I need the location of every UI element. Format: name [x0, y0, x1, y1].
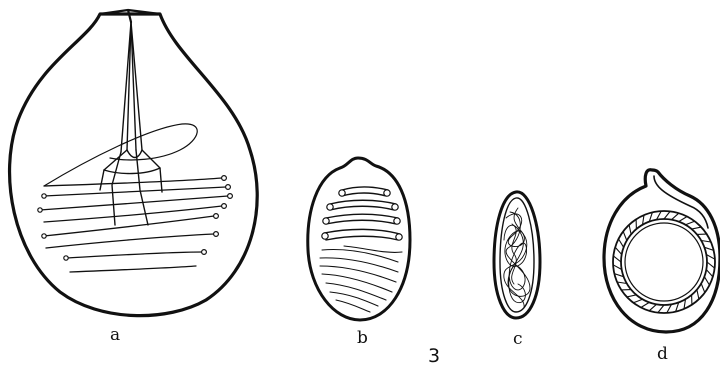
label-a: a [110, 327, 120, 344]
specimen-d-inner-space [625, 223, 703, 301]
label-b: b [357, 330, 368, 347]
coil-winding-stroke [619, 239, 624, 247]
coil-winding-stroke [697, 290, 699, 300]
coil-winding-stroke [633, 299, 642, 303]
coil-winding-stroke [692, 227, 702, 229]
coil-winding-stroke [615, 247, 622, 254]
coil-winding-stroke [641, 302, 649, 307]
coil-winding-stroke [706, 270, 713, 277]
coil-winding-stroke [701, 284, 705, 293]
coil-winding-stroke [649, 304, 656, 311]
label-c: c [513, 331, 523, 348]
specimen-c [494, 192, 540, 318]
figure-number: 3 [428, 347, 440, 366]
specimen-b-coil-ends [322, 190, 402, 240]
coil-winding-stroke [658, 305, 664, 313]
coil-winding-stroke [704, 277, 709, 285]
coil-winding-stroke [627, 295, 637, 297]
specimen-d [604, 170, 720, 332]
specimen-d-coil-outer [613, 211, 715, 313]
specimen-c-tangled-filament [504, 208, 530, 308]
specimen-a [10, 10, 258, 316]
coil-winding-stroke [679, 217, 687, 222]
specimen-c-outline [494, 192, 540, 318]
label-d: d [657, 346, 668, 363]
specimen-b [308, 158, 410, 320]
coil-winding-stroke [623, 231, 627, 240]
specimen-a-stylet-bundle [100, 22, 162, 225]
coil-winding-stroke [707, 262, 715, 268]
coil-winding-stroke [686, 221, 695, 225]
specimen-a-outline [10, 14, 258, 316]
coil-winding-stroke [613, 256, 621, 262]
specimen-a-neck-rim [100, 10, 160, 22]
specimen-b-lower-coils [320, 246, 402, 312]
specimen-d-coil-inner [621, 219, 707, 305]
coil-winding-stroke [629, 225, 631, 235]
coil-winding-stroke [664, 211, 670, 219]
coil-winding-stroke [672, 213, 679, 220]
